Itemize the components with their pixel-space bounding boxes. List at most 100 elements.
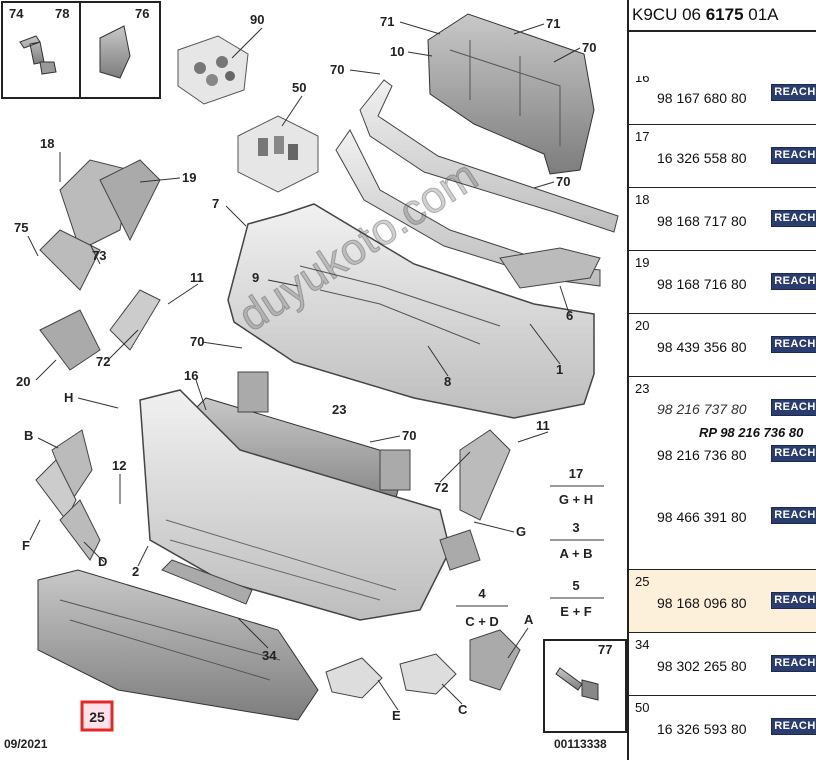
reference-subheader (629, 32, 816, 77)
callout-50: 50 (292, 80, 306, 95)
callout-12: 12 (112, 458, 126, 473)
callout-19: 19 (182, 170, 196, 185)
reach-badge: REACH (771, 84, 816, 101)
callout-8: 8 (444, 374, 451, 389)
parts-diagram: 7 4 78 76 90 50 71 71 10 70 70 70 18 19 7… (1, 1, 627, 751)
legend-groups: 17 G + H 3 A + B 5 E + F 4 C + D (456, 466, 604, 629)
part-row[interactable]: 34 98 302 265 80 REACH (629, 633, 816, 696)
reach-badge: REACH (771, 718, 816, 735)
legend-4-top: 4 (478, 586, 486, 601)
part-row[interactable]: 50 16 326 593 80 REACH (629, 696, 816, 760)
callout-7: 7 (212, 196, 219, 211)
lower-bumper-2 (139, 389, 451, 621)
reach-badge: REACH (771, 210, 816, 227)
callout-78: 78 (55, 6, 69, 21)
callout-71b: 71 (546, 16, 560, 31)
callout-10: 10 (390, 44, 404, 59)
skid-tray-25 (37, 569, 319, 721)
part-reference-old: 98 216 737 80 (657, 401, 747, 417)
upper-grille-6 (335, 79, 619, 289)
callout-20: 20 (16, 374, 30, 389)
callout-G: G (516, 524, 526, 539)
thumbnail-box-74-78 (1, 1, 81, 99)
grille-insert-34 (161, 559, 253, 605)
callout-2: 2 (132, 564, 139, 579)
part-row[interactable]: 19 98 168 716 80 REACH (629, 251, 816, 314)
callout-9: 9 (252, 270, 259, 285)
part-reference: 98 168 096 80 (657, 595, 747, 611)
legend-17: 17 G + H (550, 466, 604, 507)
part-number: 18 (635, 192, 650, 207)
callout-25: 25 (89, 709, 105, 725)
ref-prefix: K9CU 06 (632, 5, 706, 24)
part-row[interactable]: 16 98 167 680 80 REACH (629, 76, 816, 125)
callout-70e: 70 (402, 428, 416, 443)
part-row[interactable]: 18 98 168 717 80 REACH (629, 188, 816, 251)
side-parts (35, 159, 521, 699)
callout-77: 77 (598, 642, 612, 657)
part-row-highlighted[interactable]: 25 98 168 096 80 REACH (629, 570, 816, 633)
callout-A: A (524, 612, 534, 627)
part-number: 34 (635, 637, 650, 652)
callout-23: 23 (332, 402, 346, 417)
callout-90: 90 (250, 12, 264, 27)
bumper-cover-7 (227, 203, 595, 419)
callout-70b: 70 (330, 62, 344, 77)
leader-lines (27, 21, 581, 711)
reach-badge: REACH (771, 336, 816, 353)
legend-3: 3 A + B (550, 520, 604, 561)
diagram-ref-code: 00113338 (554, 737, 607, 751)
crossmember-10 (427, 13, 595, 175)
reach-badge: REACH (771, 147, 816, 164)
thumbnail-box-77 (543, 639, 627, 733)
part-reference: 98 168 717 80 (657, 213, 747, 229)
part-row[interactable]: 23 98 216 737 80 REACH RP 98 216 736 80 … (629, 377, 816, 570)
legend-4: 4 C + D (456, 586, 508, 629)
callout-D: D (98, 554, 107, 569)
callout-11b: 11 (536, 418, 550, 433)
legend-3-top: 3 (572, 520, 579, 535)
callout-71a: 71 (380, 14, 394, 29)
legend-4-bottom: C + D (465, 614, 499, 629)
reach-badge: REACH (771, 507, 816, 524)
callout-73: 73 (92, 248, 106, 263)
callout-E: E (392, 708, 401, 723)
part-number: 23 (635, 381, 650, 396)
part-reference: 98 466 391 80 (657, 509, 747, 525)
legend-5-bottom: E + F (560, 604, 591, 619)
reach-badge: REACH (771, 592, 816, 609)
part-reference: 98 439 356 80 (657, 339, 747, 355)
part-number: 19 (635, 255, 650, 270)
part-reference: 16 326 593 80 (657, 721, 747, 737)
part-reference: 98 167 680 80 (657, 90, 747, 106)
replacement-reference: RP 98 216 736 80 (699, 425, 804, 440)
ref-bold: 6175 (705, 5, 744, 24)
part-row[interactable]: 20 98 439 356 80 REACH (629, 314, 816, 377)
clip-bag-50 (237, 115, 319, 193)
clip-bag-90 (177, 35, 249, 105)
diagram-date: 09/2021 (4, 737, 48, 751)
parts-reference-panel: K9CU 06 6175 01A 16 98 167 680 80 REACH … (627, 0, 816, 760)
callout-25-box (80, 700, 114, 732)
reach-badge: REACH (771, 445, 816, 462)
reach-badge: REACH (771, 399, 816, 416)
callout-18: 18 (40, 136, 54, 151)
legend-5: 5 E + F (550, 578, 604, 619)
thumbnail-box-76 (79, 1, 161, 99)
callout-70c: 70 (556, 174, 570, 189)
part-number: 50 (635, 700, 650, 715)
callout-70a: 70 (582, 40, 596, 55)
part-reference: 98 168 716 80 (657, 276, 747, 292)
callout-F: F (22, 538, 30, 553)
callout-70d: 70 (190, 334, 204, 349)
callout-76: 76 (135, 6, 149, 21)
part-reference: 16 326 558 80 (657, 150, 747, 166)
reach-badge: REACH (771, 655, 816, 672)
part-row[interactable]: 17 16 326 558 80 REACH (629, 125, 816, 188)
legend-17-top: 17 (569, 466, 583, 481)
legend-3-bottom: A + B (559, 546, 592, 561)
reference-header: K9CU 06 6175 01A (629, 0, 816, 32)
part-reference: 98 216 736 80 (657, 447, 747, 463)
part-number: 16 (635, 76, 650, 85)
reach-badge: REACH (771, 273, 816, 290)
